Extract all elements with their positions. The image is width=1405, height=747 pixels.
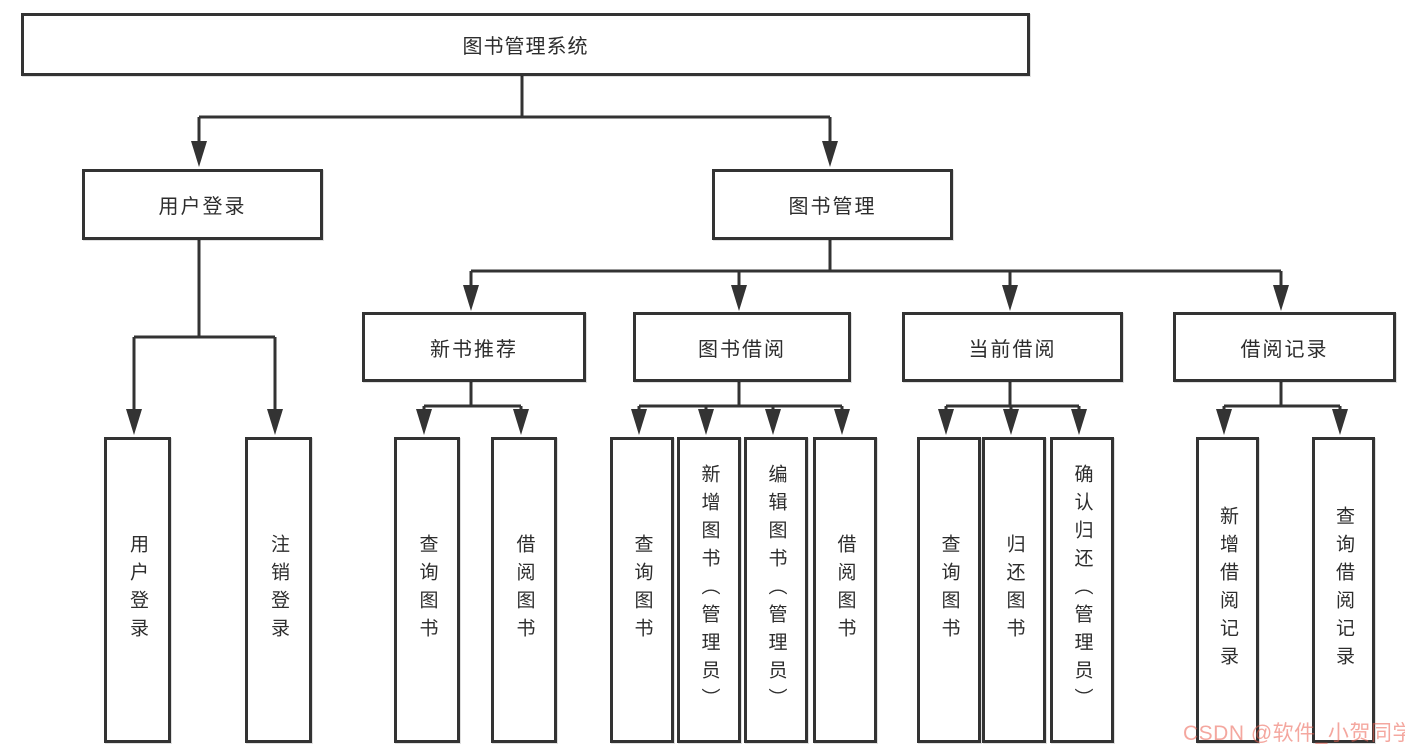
arrow-down-icon <box>1273 285 1289 311</box>
node-label: 图书借阅 <box>698 338 786 361</box>
node-label: 注销登录 <box>268 534 289 646</box>
node-label: 当前借阅 <box>968 338 1057 361</box>
node-label: 借阅图书 <box>513 534 535 646</box>
arrow-down-icon <box>416 409 432 435</box>
node-borrow-edit-books-admin: 编辑图书（管理员） <box>744 437 808 743</box>
node-current-borrow: 当前借阅 <box>902 312 1123 382</box>
node-label: 新增借阅记录 <box>1217 506 1238 674</box>
node-label: 用户登录 <box>127 534 148 646</box>
arrow-down-icon <box>731 285 747 311</box>
arrow-down-icon <box>822 141 838 167</box>
node-borrow-record: 借阅记录 <box>1173 312 1396 382</box>
node-label: 查询借阅记录 <box>1333 506 1354 674</box>
node-label: 新增图书（管理员） <box>698 464 720 716</box>
node-logout: 注销登录 <box>245 437 312 743</box>
node-current-return-books: 归还图书 <box>982 437 1046 743</box>
arrow-down-icon <box>126 409 142 435</box>
node-label: 查询图书 <box>416 534 438 646</box>
arrow-down-icon <box>834 409 850 435</box>
node-book-borrow: 图书借阅 <box>633 312 851 382</box>
connector-user-login-group <box>132 233 277 413</box>
node-label: 查询图书 <box>938 534 960 646</box>
arrow-down-icon <box>513 409 529 435</box>
node-label: 查询图书 <box>631 534 653 646</box>
connector-paths <box>132 69 1342 414</box>
node-new-book-recommend: 新书推荐 <box>362 312 586 382</box>
node-borrow-borrow-books: 借阅图书 <box>813 437 877 743</box>
node-label: 归还图书 <box>1003 534 1025 646</box>
arrow-down-icon <box>765 409 781 435</box>
node-library-management-system: 图书管理系统 <box>21 13 1030 76</box>
node-label: 借阅记录 <box>1240 338 1329 361</box>
arrow-down-icon <box>1002 285 1018 311</box>
arrow-down-icon <box>267 409 283 435</box>
arrow-down-icon <box>1332 409 1348 435</box>
arrow-down-icon <box>631 409 647 435</box>
node-label: 用户登录 <box>158 196 247 218</box>
node-label: 图书管理 <box>788 196 877 218</box>
arrow-down-icon <box>191 141 207 167</box>
node-label: 借阅图书 <box>834 534 856 646</box>
node-label: 编辑图书（管理员） <box>765 464 787 716</box>
node-label: 确认归还（管理员） <box>1071 464 1093 716</box>
connector-new-book-group <box>422 375 523 414</box>
node-recommend-borrow-books: 借阅图书 <box>491 437 557 743</box>
node-record-add-record: 新增借阅记录 <box>1196 437 1259 743</box>
arrowheads <box>126 141 1348 435</box>
arrow-down-icon <box>1216 409 1232 435</box>
node-recommend-query-books: 查询图书 <box>394 437 460 743</box>
arrow-down-icon <box>1003 409 1019 435</box>
node-record-query-record: 查询借阅记录 <box>1312 437 1375 743</box>
node-label: 新书推荐 <box>430 338 518 361</box>
node-user-login-leaf: 用户登录 <box>104 437 171 743</box>
node-borrow-add-books-admin: 新增图书（管理员） <box>677 437 741 743</box>
node-label: 图书管理系统 <box>462 36 589 58</box>
arrow-down-icon <box>698 409 714 435</box>
node-current-confirm-return-admin: 确认归还（管理员） <box>1050 437 1114 743</box>
node-current-query-books: 查询图书 <box>917 437 981 743</box>
arrow-down-icon <box>1071 409 1087 435</box>
node-book-management: 图书管理 <box>712 169 953 240</box>
connector-book-management-group <box>469 233 1283 291</box>
node-borrow-query-books: 查询图书 <box>610 437 674 743</box>
connector-borrow-record-group <box>1222 375 1342 414</box>
connector-root-to-level1 <box>197 69 832 147</box>
arrow-down-icon <box>938 409 954 435</box>
node-user-login: 用户登录 <box>82 169 323 240</box>
arrow-down-icon <box>463 285 479 311</box>
